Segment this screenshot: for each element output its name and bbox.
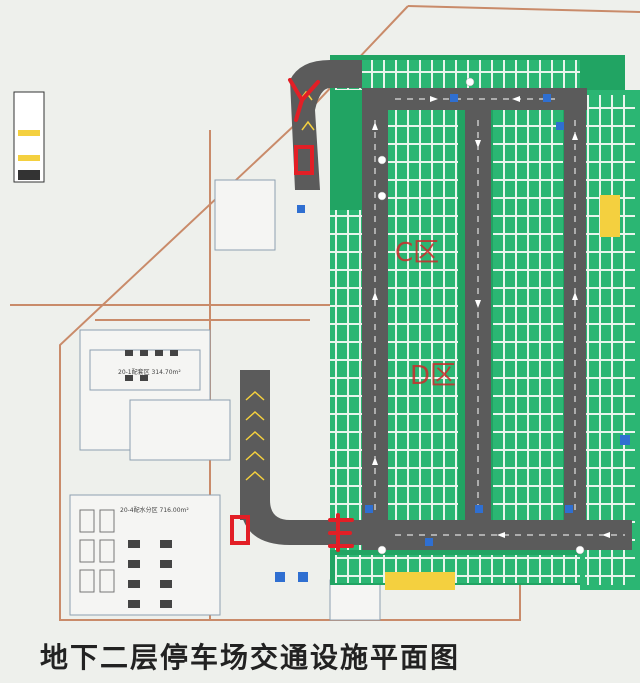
map-title: 地下二层停车场交通设施平面图	[40, 641, 461, 674]
column-markers	[377, 77, 585, 555]
parking-stalls	[330, 60, 635, 585]
accessibility-icon	[275, 94, 630, 582]
yellow-zone	[385, 195, 620, 590]
zone-label-d: D区	[410, 361, 457, 391]
direction-arrow-icon	[372, 96, 610, 538]
legend-card	[13, 91, 45, 183]
left-room-fixtures	[125, 350, 178, 608]
left-room-plates	[79, 509, 115, 593]
area-note-lower: 20-4配水分区 716.00m²	[120, 507, 189, 514]
area-note-upper: 20-1配套区 314.70m²	[118, 369, 181, 376]
hand-annotations	[230, 78, 354, 552]
left-rooms	[69, 179, 381, 621]
lane-markings	[374, 98, 625, 536]
zone-label-c: C区	[395, 238, 440, 268]
